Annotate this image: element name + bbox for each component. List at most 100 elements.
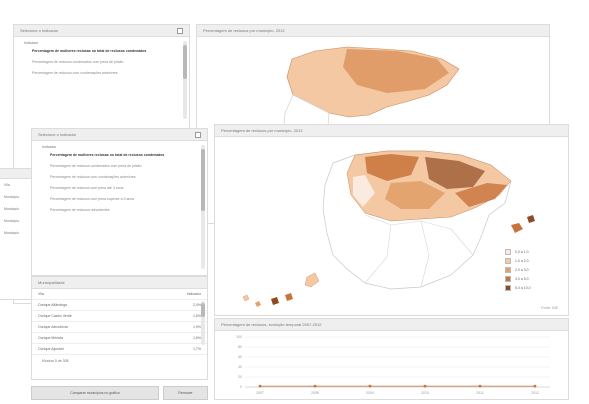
legend-swatch	[505, 284, 511, 291]
indicator-titlebar: Selecione o indicador	[32, 129, 207, 141]
x-tick-label: 2012	[531, 391, 539, 395]
indicator-option-4[interactable]: Percentagem de reclusos com pena superio…	[50, 197, 135, 201]
row-value: 1,6%	[143, 332, 207, 344]
legend-label: 1,0 a 2,0	[515, 258, 529, 263]
map-region-borders	[364, 214, 474, 288]
x-tick-label: 2009	[366, 391, 374, 395]
data-point	[258, 384, 262, 388]
scrollbar-thumb[interactable]	[183, 45, 187, 79]
row-value: 1,9%	[143, 321, 207, 333]
close-icon[interactable]	[195, 131, 201, 138]
legend-swatch	[505, 266, 511, 273]
back-indicator-scrollbar[interactable]	[183, 41, 187, 119]
data-point	[368, 384, 372, 388]
map-panel: Percentagem de reclusos por município, 2…	[214, 124, 569, 316]
legend-item: 0,0 a 1,0	[505, 247, 557, 256]
back-indicator-title: Selecione o indicador	[20, 28, 59, 33]
map-island	[304, 272, 320, 288]
legend-label: 5,0 a 10,0	[515, 285, 531, 290]
row-name: Ourique Almodôvar	[32, 321, 144, 333]
back-side-row: Vila	[4, 183, 10, 187]
back-map-region	[343, 49, 449, 93]
legend-item: 2,0 a 3,0	[505, 265, 557, 274]
row-name: Ourique Mértola	[32, 332, 144, 344]
legend-label: 3,0 a 5,0	[515, 276, 529, 281]
row-value: 1,6%	[143, 310, 207, 322]
chart-panel: Percentagem de reclusos, evolução tempor…	[214, 318, 569, 400]
data-point	[423, 384, 427, 388]
legend-swatch	[505, 248, 511, 255]
y-tick-label: 40	[238, 365, 242, 369]
back-map-title: Percentagem de reclusos por município, 2…	[203, 28, 285, 33]
scrollbar-thumb[interactable]	[201, 149, 205, 211]
y-tick-label: 80	[238, 345, 242, 349]
indicator-option-women[interactable]: Percentagem de mulheres reclusas no tota…	[50, 153, 165, 157]
map-credit: Fonte: INE	[541, 306, 558, 310]
back-indicator-option-0[interactable]: Percentagem de mulheres reclusas no tota…	[32, 49, 147, 53]
map-island	[271, 297, 279, 305]
municipality-titlebar: Municipalidade	[32, 277, 207, 289]
municipality-title: Municipalidade	[38, 280, 65, 285]
map-titlebar: Percentagem de reclusos por município, 2…	[215, 125, 568, 137]
indicator-option-3[interactable]: Percentagem de reclusos com pena até 3 a…	[50, 186, 124, 190]
map-island	[285, 293, 293, 301]
back-side-row: Município	[4, 207, 19, 211]
indicator-option-1[interactable]: Percentagem de reclusos condenados com p…	[50, 164, 142, 168]
back-side-row: Município	[4, 231, 19, 235]
back-map-titlebar: Percentagem de reclusos por município, 2…	[197, 25, 549, 37]
legend-label: 0,0 a 1,0	[515, 249, 529, 254]
indicator-title: Selecione o indicador	[38, 132, 77, 137]
x-tick-label: 2011	[476, 391, 484, 395]
back-indicator-titlebar: Selecione o indicador	[14, 25, 189, 37]
y-tick-label: 0	[240, 385, 242, 389]
table-scrollbar[interactable]	[201, 301, 205, 345]
back-side-row: Município	[4, 219, 19, 223]
back-side-row: Município	[4, 195, 19, 199]
indicator-option-2[interactable]: Percentagem de reclusos com condenações …	[50, 175, 136, 179]
back-indicator-section: Indicador	[24, 41, 39, 45]
indicator-option-5[interactable]: Percentagem de reclusos reincidentes	[50, 208, 110, 212]
indicator-scrollbar[interactable]	[201, 145, 205, 269]
map-region	[455, 183, 507, 207]
scrollbar-thumb[interactable]	[201, 303, 205, 317]
y-tick-label: 20	[238, 375, 242, 379]
table-header-row: Vila Indicador	[32, 289, 207, 300]
map-region	[425, 157, 485, 189]
map-island	[242, 294, 250, 302]
map-canvas[interactable]: Fonte: INE	[215, 137, 570, 315]
back-indicator-option-1[interactable]: Percentagem de reclusos condenados com p…	[32, 60, 124, 64]
map-region	[365, 154, 419, 181]
data-point	[478, 384, 482, 388]
column-header-value[interactable]: Indicador	[143, 289, 207, 300]
map-island	[255, 301, 261, 307]
x-tick-label: 2007	[256, 391, 264, 395]
row-name: Ourique Alfândega	[32, 299, 144, 311]
x-tick-label: 2008	[311, 391, 319, 395]
data-point	[533, 384, 537, 388]
compare-button[interactable]: Comparar municípios no gráfico	[31, 386, 159, 400]
row-name: Ourique Aljustrel	[32, 343, 144, 355]
remove-button[interactable]: Remover	[163, 386, 208, 400]
data-point	[313, 384, 317, 388]
back-side-list-header	[0, 169, 35, 179]
indicator-panel: Selecione o indicador Indicador Percenta…	[31, 128, 208, 276]
close-icon[interactable]	[177, 27, 183, 34]
column-header-name[interactable]: Vila	[32, 289, 144, 300]
map-island	[511, 223, 523, 233]
legend-item: 3,0 a 5,0	[505, 274, 557, 283]
map-title: Percentagem de reclusos por município, 2…	[221, 128, 303, 133]
map-region	[353, 175, 375, 207]
municipality-panel: Municipalidade Vila Indicador Ourique Al…	[31, 276, 208, 380]
back-indicator-option-2[interactable]: Percentagem de reclusos com condenações …	[32, 71, 118, 75]
legend-label: 2,0 a 3,0	[515, 267, 529, 272]
row-value: 2,0%	[143, 299, 207, 311]
legend-item: 1,0 a 2,0	[505, 256, 557, 265]
legend-item: 5,0 a 10,0	[505, 283, 557, 292]
